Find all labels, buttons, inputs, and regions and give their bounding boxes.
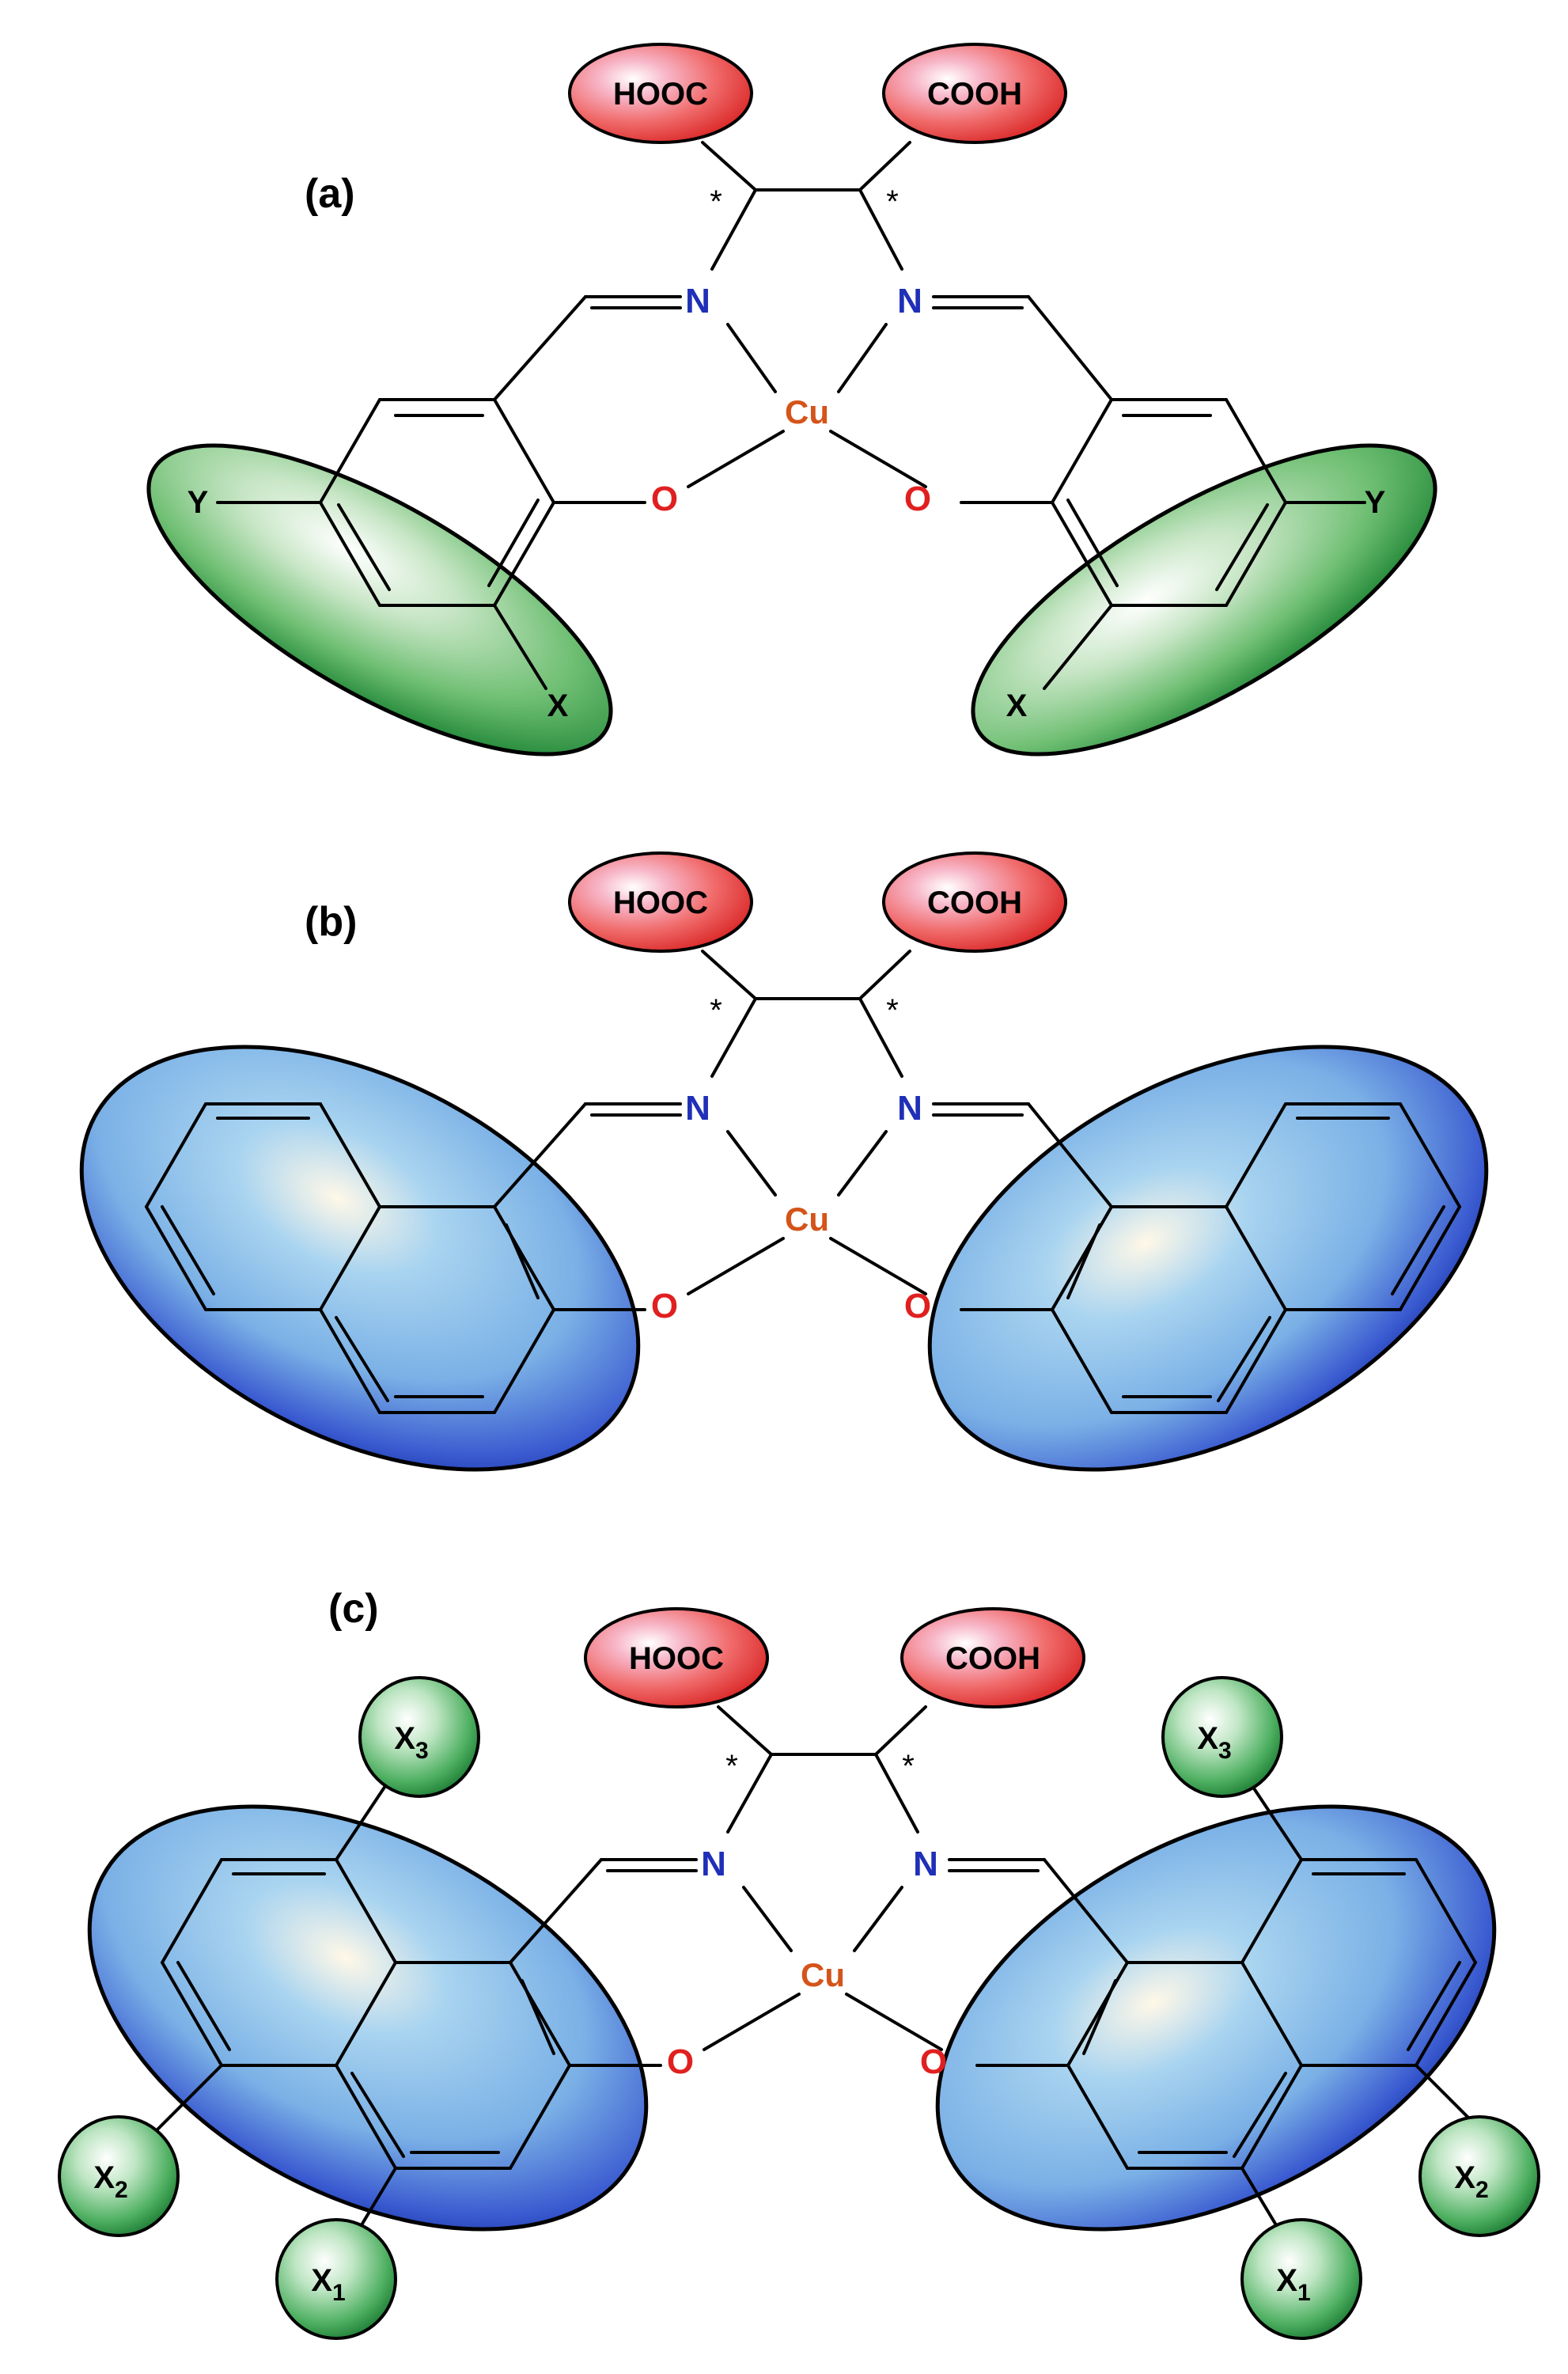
acid-label-left: HOOC (629, 1641, 724, 1676)
acid-label-right: COOH (945, 1641, 1040, 1676)
sphere-x3-right (1161, 1676, 1283, 1798)
panel-c: (c) HOOC COOH (58, 1586, 1540, 2340)
acid-group-left-ellipse (568, 851, 753, 953)
stereo-mark-right: * (902, 1749, 915, 1784)
panel-b: (b) HOOC COOH (79, 851, 1489, 1472)
sphere-x2-right (1418, 2115, 1540, 2237)
substituent-x-left: X (547, 688, 569, 723)
substituent-x3-left: X3 (394, 1721, 428, 1764)
sphere-x2-left (58, 2115, 180, 2237)
copper-center: Cu (785, 393, 829, 430)
bonds-c (145, 1705, 1493, 2249)
acid-label-left: HOOC (613, 77, 708, 112)
substituent-x2-left: X2 (93, 2160, 127, 2203)
oxygen-left: O (651, 1287, 678, 1325)
sphere-x1-left (275, 2218, 397, 2340)
oxygen-right: O (904, 1287, 931, 1325)
nitrogen-left: N (701, 1845, 726, 1883)
acid-label-left: HOOC (613, 886, 708, 920)
stereo-mark-right: * (886, 184, 899, 219)
ring-ellipse-left (87, 1804, 649, 2232)
oxygen-left: O (667, 2042, 694, 2081)
nitrogen-right: N (897, 1089, 922, 1128)
acid-group-right-ellipse (882, 851, 1067, 953)
stereo-mark-left: * (710, 993, 722, 1028)
nitrogen-right: N (913, 1845, 938, 1883)
bonds-b (144, 950, 1462, 1414)
substituent-y-right: Y (1365, 485, 1386, 520)
substituent-x3-right: X3 (1197, 1721, 1231, 1764)
panel-label-a: (a) (305, 171, 355, 217)
ring-ellipse-right (935, 1804, 1497, 2232)
substituent-y-left: Y (187, 485, 209, 520)
acid-group-left-ellipse (584, 1607, 769, 1708)
sphere-x1-right (1240, 2218, 1362, 2340)
nitrogen-left: N (685, 1089, 710, 1128)
ring-ellipse-left (79, 1045, 641, 1472)
substituent-x2-right: X2 (1454, 2160, 1488, 2203)
acid-label-right: COOH (927, 886, 1022, 920)
nitrogen-right: N (897, 282, 922, 320)
stereo-mark-left: * (710, 184, 722, 219)
copper-center: Cu (785, 1200, 829, 1238)
sphere-x3-left (358, 1676, 480, 1798)
acid-group-right-ellipse (900, 1607, 1085, 1708)
oxygen-right: O (904, 480, 931, 518)
substituent-x1-right: X1 (1276, 2263, 1310, 2306)
ring-ellipse-right (927, 1045, 1489, 1472)
oxygen-left: O (651, 480, 678, 518)
acid-group-left-ellipse (568, 43, 753, 144)
ring-ellipse-left (146, 443, 613, 757)
ring-ellipse-right (971, 443, 1437, 757)
stereo-mark-right: * (886, 993, 899, 1028)
acid-label-right: COOH (927, 77, 1022, 112)
substituent-x-right: X (1006, 688, 1028, 723)
panel-a: (a) HOOC COOH (146, 43, 1437, 757)
substituent-x1-left: X1 (311, 2263, 345, 2306)
nitrogen-left: N (685, 282, 710, 320)
oxygen-right: O (920, 2042, 947, 2081)
stereo-mark-left: * (725, 1749, 738, 1784)
panel-label-c: (c) (328, 1586, 379, 1632)
bonds-a (216, 141, 1366, 690)
copper-center: Cu (801, 1956, 845, 1993)
panel-label-b: (b) (305, 899, 357, 945)
acid-group-right-ellipse (882, 43, 1067, 144)
